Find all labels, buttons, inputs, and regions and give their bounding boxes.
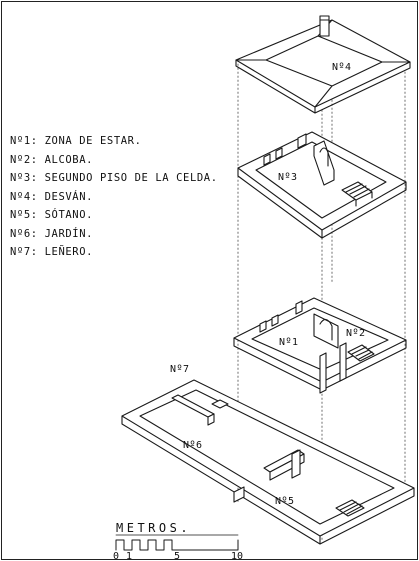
label-n4: Nº4 [332, 62, 352, 73]
ground-floor [233, 297, 407, 394]
ground-floor-stairs [347, 344, 375, 362]
label-n5: Nº5 [275, 496, 295, 507]
label-n6: Nº6 [183, 440, 203, 451]
label-n1: Nº1 [279, 337, 299, 348]
basement-garden-level [121, 379, 415, 545]
scale-tick-10: 10 [231, 551, 243, 559]
legend-item-4: Nº4: DESVÁN. [10, 190, 94, 203]
scale-bar: METROS. 0 1 5 10 [113, 521, 243, 559]
attic-roof [235, 15, 411, 114]
legend-item-1: Nº1: ZONA DE ESTAR. [10, 135, 142, 147]
scale-title: METROS. [116, 521, 191, 535]
legend-item-2: Nº2: ALCOBA. [10, 153, 94, 166]
label-n7: Nº7 [170, 364, 190, 375]
label-n2: Nº2 [346, 328, 366, 339]
basement-stairs [335, 499, 365, 517]
scale-tick-1: 1 [126, 551, 132, 559]
scale-tick-5: 5 [174, 551, 180, 559]
scale-tick-0: 0 [113, 551, 119, 559]
label-n3: Nº3 [278, 172, 298, 183]
legend-item-7: Nº7: LEÑERO. [10, 246, 94, 258]
second-floor [237, 131, 407, 239]
legend: Nº1: ZONA DE ESTAR. Nº2: ALCOBA. Nº3: SE… [10, 132, 250, 262]
legend-item-3: Nº3: SEGUNDO PISO DE LA CELDA. [10, 172, 218, 184]
second-floor-stairs [341, 181, 373, 207]
legend-item-6: Nº6: JARDÍN. [10, 227, 94, 240]
legend-item-5: Nº5: SÓTANO. [10, 209, 94, 221]
